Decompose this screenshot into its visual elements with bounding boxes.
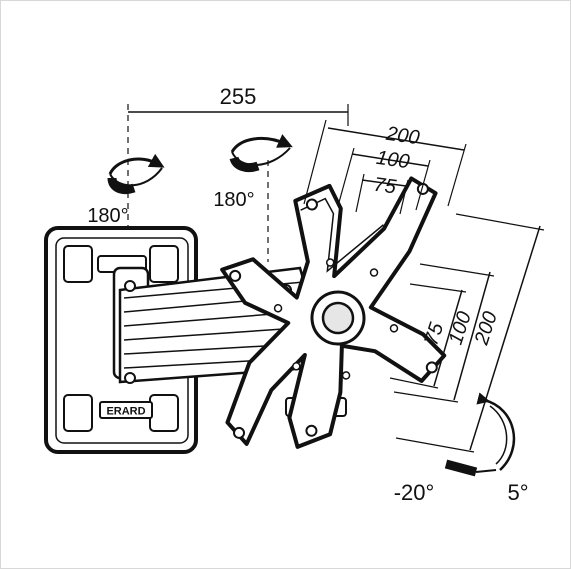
- tilt-down-label: -20°: [394, 480, 435, 505]
- swivel-left-label: 180°: [87, 205, 128, 227]
- swivel-left-indicator: 180°: [87, 153, 165, 227]
- vesa-h-label-75: 75: [372, 174, 398, 199]
- arm-width-dimension: 255: [127, 84, 349, 262]
- brand-label: ERARD: [106, 406, 145, 418]
- brand-badge: ERARD: [99, 401, 153, 419]
- arm-width-label: 255: [220, 84, 257, 109]
- tilt-indicator: -20° 5°: [394, 392, 529, 505]
- swivel-right-label: 180°: [213, 189, 254, 211]
- vesa-h-label-100: 100: [375, 147, 411, 173]
- vesa-horizontal-dimensions: 200 100 75: [303, 119, 467, 215]
- vesa-vertical-dimensions: 75 100 200: [389, 213, 545, 453]
- vesa-v-label-200: 200: [470, 309, 502, 348]
- vesa-h-label-200: 200: [384, 123, 421, 150]
- swivel-right-indicator: 180°: [213, 134, 293, 211]
- vesa-plate: [220, 176, 447, 449]
- tilt-up-label: 5°: [507, 480, 528, 505]
